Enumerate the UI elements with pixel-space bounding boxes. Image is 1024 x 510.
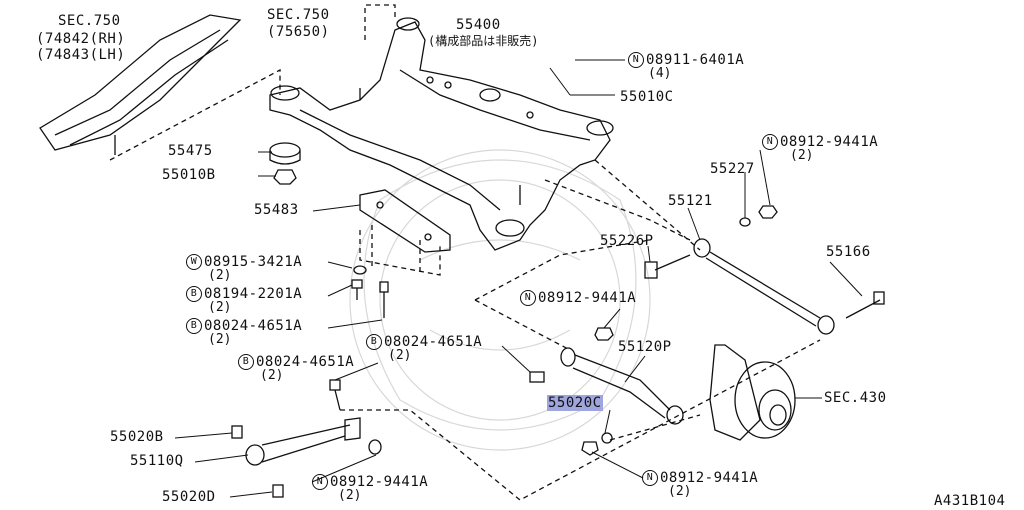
highlight-mark: 55020C [547, 395, 603, 411]
bolt-symbol: B [186, 286, 202, 302]
bolt-08194-number: 08194-2201A [204, 286, 303, 302]
nut-08912-number-a: 08912-9441A [780, 134, 879, 150]
sec430-ref-label: SEC.430 [824, 390, 887, 406]
nut-08912-qty-d: (2) [668, 484, 692, 499]
part-74842-label: (74842(RH) [36, 31, 126, 47]
part-55020C-label: 55020C [547, 395, 603, 411]
part-55475-label: 55475 [168, 143, 213, 159]
nut-08912-number-c: 08912-9441A [330, 474, 429, 490]
nut-08912-qty-c: (2) [338, 488, 362, 503]
part-74843-label: (74843(LH) [36, 47, 126, 63]
nut-08912-number-d: 08912-9441A [660, 470, 759, 486]
part-55226P-label: 55226P [600, 233, 654, 249]
washer-symbol: W [186, 254, 202, 270]
axle-hub-part [709, 344, 796, 441]
part-55020D-label: 55020D [162, 489, 216, 505]
washer-and-bolts [329, 265, 389, 411]
lower-link-part [529, 327, 684, 456]
nut-symbol: N [642, 470, 658, 486]
washer-08915-number: 08915-3421A [204, 254, 303, 270]
nut-symbol: N [628, 52, 644, 68]
upper-link-part [644, 205, 885, 335]
leader-lines [174, 59, 863, 498]
bracket-part [359, 189, 451, 253]
bolt-symbol: B [238, 354, 254, 370]
part-75650-label: (75650) [267, 24, 330, 40]
bolt-08024-number-c: 08024-4651A [256, 354, 355, 370]
bolt-08024-qty-c: (2) [260, 368, 284, 383]
nut-08911-number: 08911-6401A [646, 52, 745, 68]
nut-symbol: N [312, 474, 328, 490]
part-55120P-label: 55120P [618, 339, 672, 355]
suspension-member-part [269, 17, 614, 251]
part-55483-label: 55483 [254, 202, 299, 218]
bolt-symbol: B [186, 318, 202, 334]
sec750-ref-label: SEC.750 [58, 13, 121, 29]
nut-08912-number-b: 08912-9441A [538, 290, 637, 306]
lateral-rod-part [231, 417, 382, 498]
nut-symbol: N [520, 290, 536, 306]
nut-08911-qty: (4) [648, 66, 672, 81]
part-55020B-label: 55020B [110, 429, 164, 445]
part-55010B-label: 55010B [162, 167, 216, 183]
washer-08915-qty: (2) [208, 268, 232, 283]
nut-08912-qty-a: (2) [790, 148, 814, 163]
nut-symbol: N [762, 134, 778, 150]
bolt-08194-qty: (2) [208, 300, 232, 315]
bolt-08024-number-b: 08024-4651A [384, 334, 483, 350]
diagram-id-label: A431B104 [934, 493, 1006, 509]
part-55166-label: 55166 [826, 244, 871, 260]
mount-bushing-part [269, 142, 301, 185]
dashed-guides [109, 4, 821, 501]
part-55227-label: 55227 [710, 161, 755, 177]
part-55400-note: (構成部品は非販売) [428, 34, 539, 48]
bolt-08024-qty-b: (2) [388, 348, 412, 363]
side-member-part [39, 14, 242, 155]
part-55121-label: 55121 [668, 193, 713, 209]
part-55400-label: 55400 [456, 17, 501, 33]
sec750-ref-label-b: SEC.750 [267, 7, 330, 23]
bolt-08024-qty-a: (2) [208, 332, 232, 347]
part-55110Q-label: 55110Q [130, 453, 184, 469]
part-55010C-label: 55010C [620, 89, 674, 105]
bolt-symbol: B [366, 334, 382, 350]
bolt-08024-number-a: 08024-4651A [204, 318, 303, 334]
